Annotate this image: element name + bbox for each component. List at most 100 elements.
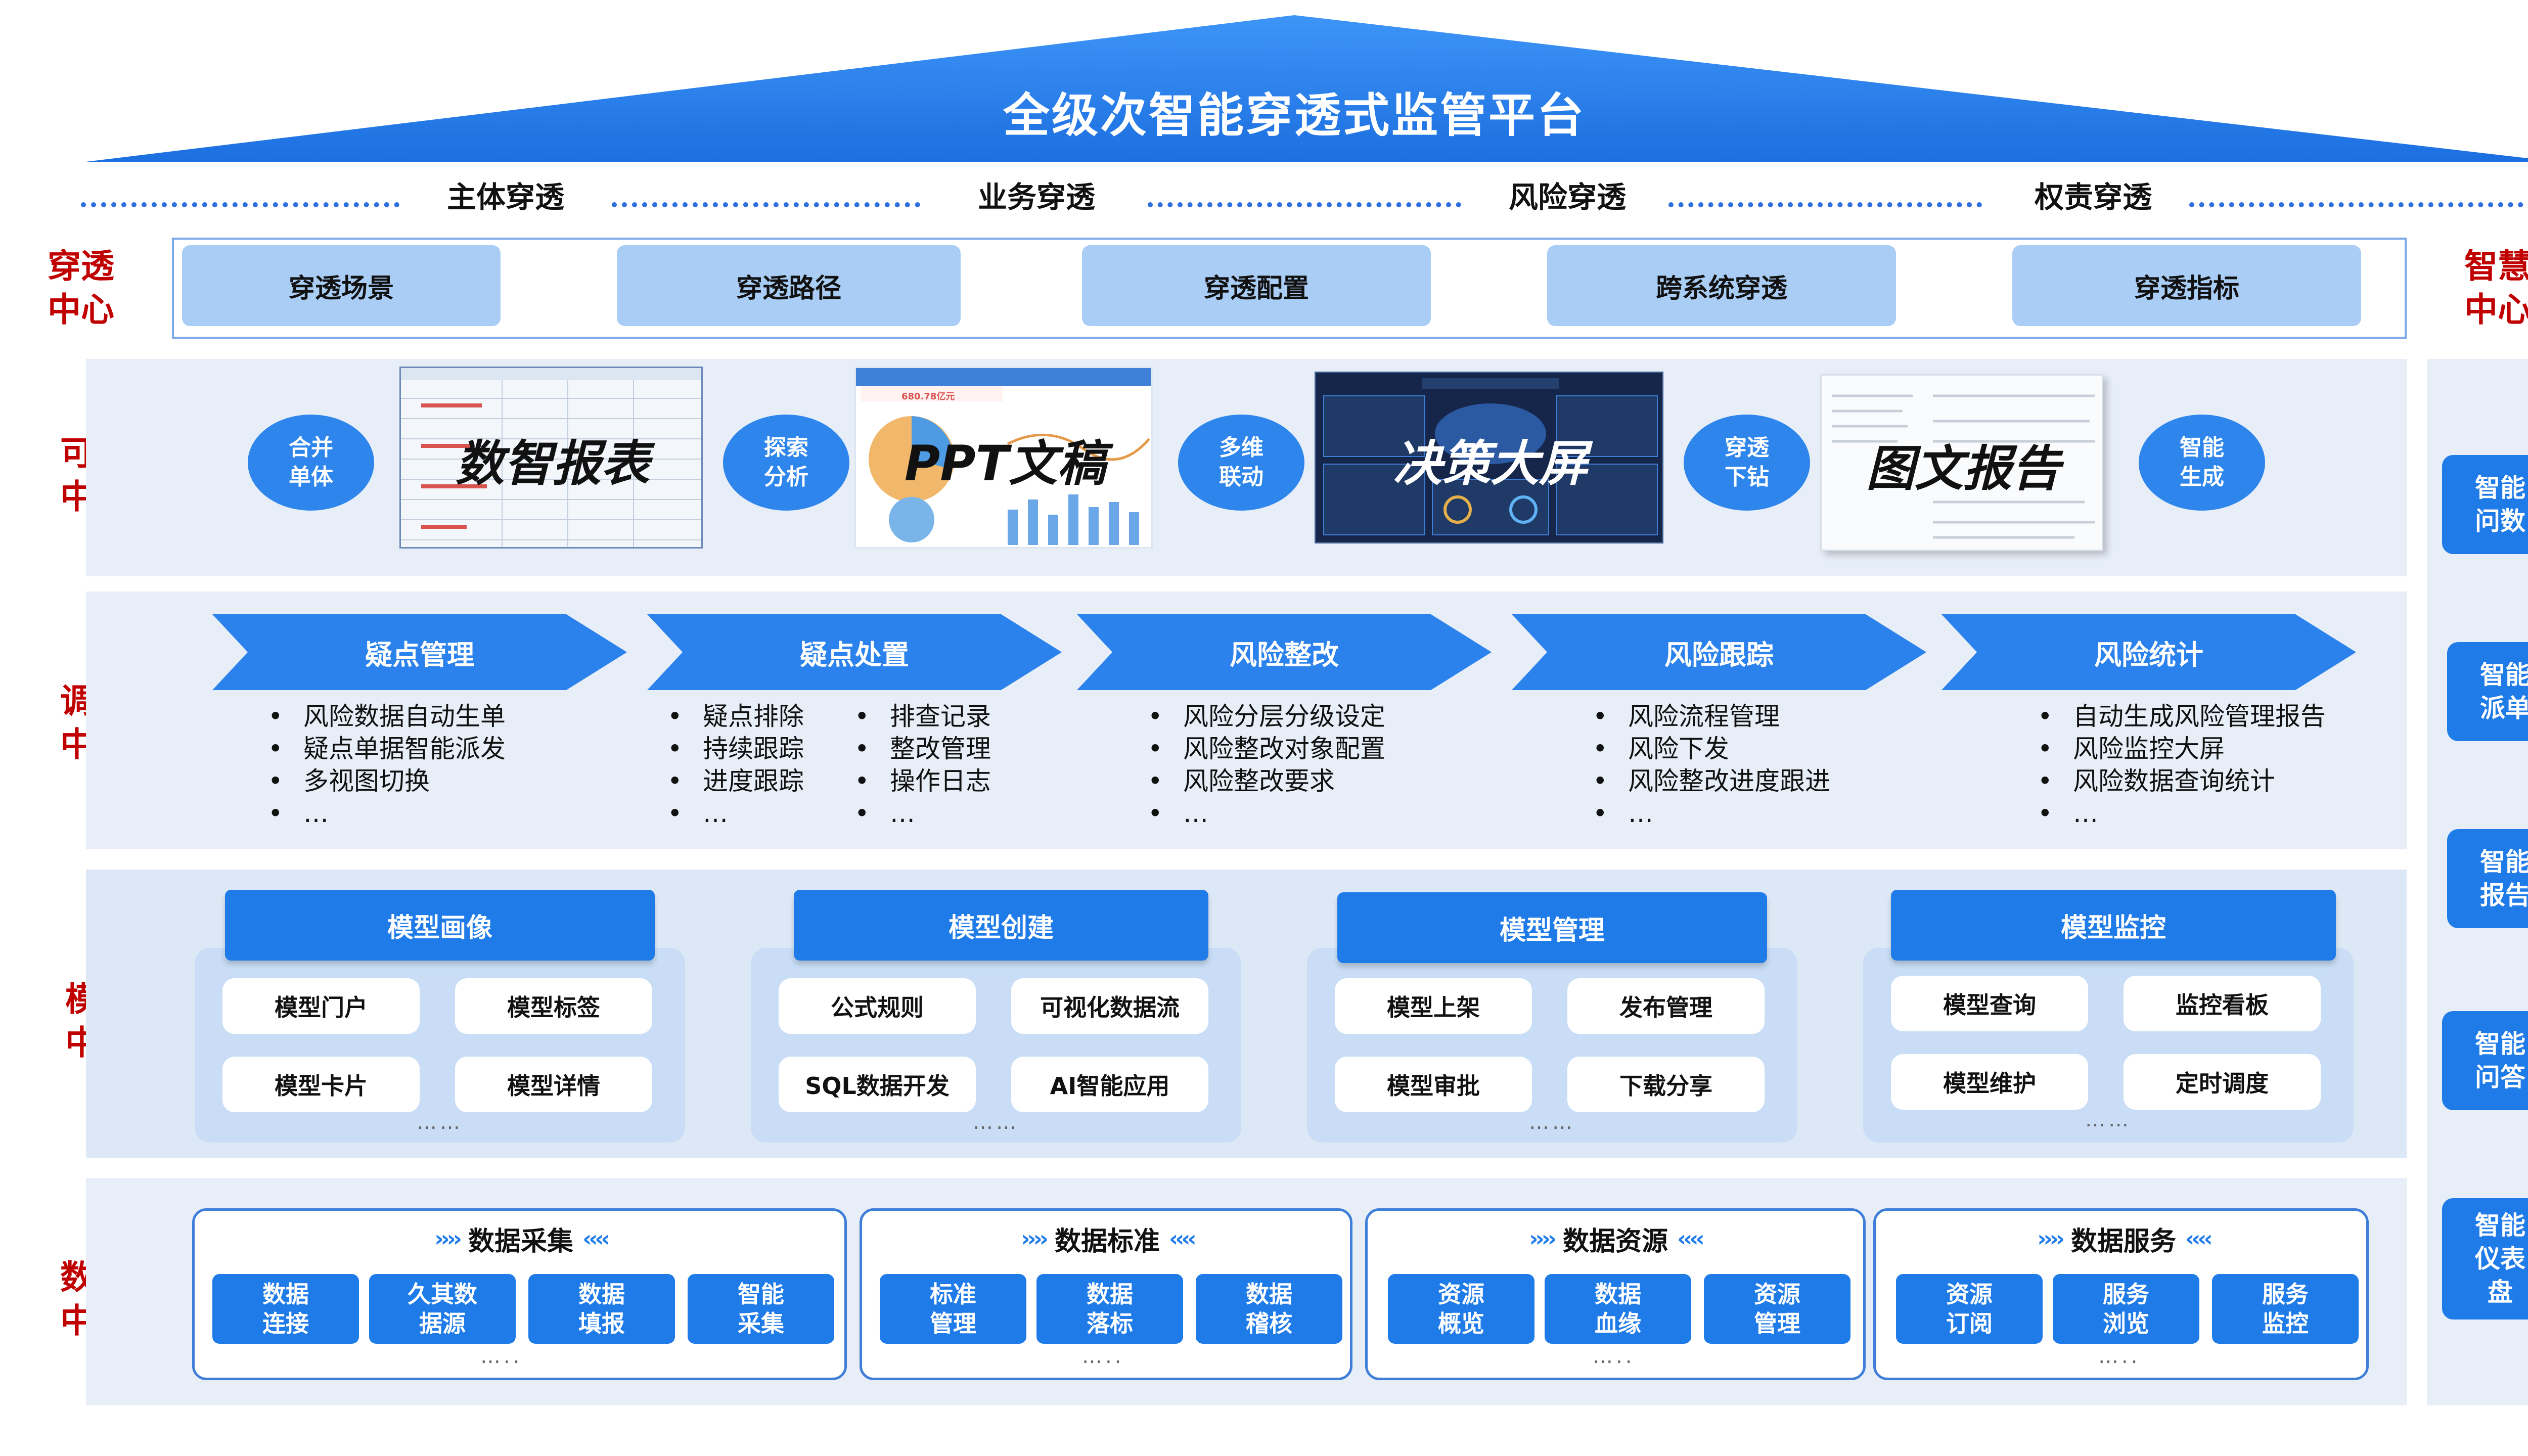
visual-merge-single: 合并单体 [248,415,374,511]
model-item-sql-dev[interactable]: SQL数据开发 [779,1057,976,1112]
data-head-collect: ›››› 数据采集 ‹‹‹‹ [434,1225,610,1257]
product-label-report: 数智报表 [456,435,650,492]
data-ellipsis: ….. [1082,1345,1124,1368]
data-btn-subscribe[interactable]: 资源订阅 [1896,1274,2043,1344]
product-graphic-report[interactable]: 图文报告 [1820,374,2103,551]
stage-risk-tracking: 风险跟踪 [1664,639,1774,671]
dotted-divider [81,202,399,207]
ppt-figure: 680.78亿元 [901,391,955,402]
model-item-download-share[interactable]: 下载分享 [1567,1057,1765,1112]
smart-btn-report[interactable]: 智能报告 [2447,829,2528,928]
smart-btn-dispatch[interactable]: 智能派单 [2447,642,2528,741]
data-btn-service-browse[interactable]: 服务浏览 [2053,1274,2199,1344]
model-head-monitor: 模型监控 [1891,890,2336,961]
pen-item-cross-system: 跨系统穿透 [1547,245,1896,326]
graphic-report-lines [1832,394,2095,539]
model-item-maintain[interactable]: 模型维护 [1891,1054,2088,1110]
data-ellipsis: ….. [480,1345,523,1368]
chevrons-right-icon: ›››› [1529,1225,1556,1252]
stage-arrow-4 [1512,614,1926,690]
product-ppt[interactable]: 680.78亿元 PPT文稿 [854,367,1153,549]
stage-arrow-3 [1077,614,1492,690]
model-item-schedule[interactable]: 定时调度 [2124,1054,2321,1110]
model-ellipsis: …… [2085,1108,2132,1131]
model-item-release-mgmt[interactable]: 发布管理 [1567,978,1765,1034]
model-item-formula-rules[interactable]: 公式规则 [779,978,976,1034]
model-head-manage: 模型管理 [1337,892,1767,963]
data-btn-smart-collect[interactable]: 智能采集 [688,1274,834,1344]
data-btn-lineage[interactable]: 数据血缘 [1545,1274,1691,1344]
model-head-portrait: 模型画像 [225,890,655,961]
platform-title: 全级次智能穿透式监管平台 [1003,88,1586,143]
smart-btn-qa[interactable]: 智能问答 [2442,1011,2528,1110]
pen-item-scene: 穿透场景 [182,245,501,326]
model-item-query[interactable]: 模型查询 [1891,976,2088,1031]
model-item-visual-dataflow[interactable]: 可视化数据流 [1011,978,1208,1034]
product-smart-report[interactable]: 数智报表 [399,367,703,549]
dotted-divider [612,202,920,207]
model-item-cards[interactable]: 模型卡片 [222,1057,420,1112]
model-ellipsis: …… [973,1111,1019,1134]
dispatch-list-2b: 排查记录整改管理操作日志… [854,700,1036,830]
data-btn-resource-mgmt[interactable]: 资源管理 [1704,1274,1850,1344]
model-item-tags[interactable]: 模型标签 [455,978,652,1034]
smart-btn-ask-data[interactable]: 智能问数 [2442,455,2528,554]
stage-suspicion-management: 疑点管理 [365,639,474,671]
pen-item-path: 穿透路径 [617,245,961,326]
data-head-resource: ›››› 数据资源 ‹‹‹‹ [1529,1225,1704,1257]
model-item-ai-app[interactable]: AI智能应用 [1011,1057,1208,1112]
pen-type-business: 业务穿透 [977,180,1095,214]
visual-smart-generate: 智能生成 [2139,415,2265,511]
model-ellipsis: …… [417,1111,463,1134]
data-btn-connect[interactable]: 数据连接 [212,1274,359,1344]
data-ellipsis: ….. [1593,1345,1635,1368]
screen-graphic [1316,373,1662,542]
data-head-standard: ›››› 数据标准 ‹‹‹‹ [1021,1225,1196,1257]
data-btn-standard-mgmt[interactable]: 标准管理 [880,1274,1026,1344]
model-item-portal[interactable]: 模型门户 [222,978,420,1034]
dispatch-list-2a: 疑点排除持续跟踪进度跟踪… [667,700,849,830]
dispatch-list-5: 自动生成风险管理报告风险监控大屏风险数据查询统计… [2038,700,2391,830]
product-label-graphic-report: 图文报告 [1866,440,2060,497]
pen-type-risk: 风险穿透 [1508,180,1626,214]
chevrons-left-icon: ‹‹‹‹ [1169,1225,1196,1252]
data-btn-fill[interactable]: 数据填报 [528,1274,675,1344]
model-item-publish-shelf[interactable]: 模型上架 [1335,978,1532,1034]
product-label-screen: 决策大屏 [1393,435,1588,492]
smart-center-label: 智慧中心 [2427,238,2528,339]
product-label-ppt: PPT文稿 [904,435,1106,492]
roof [86,15,2528,162]
product-decision-screen[interactable]: 决策大屏 [1315,372,1663,543]
data-btn-resource-overview[interactable]: 资源概览 [1388,1274,1534,1344]
dispatch-list-4: 风险流程管理风险下发风险整改进度跟进… [1593,700,1936,830]
stage-suspicion-handling: 疑点处置 [800,639,909,671]
visual-explore-analysis: 探索分析 [723,415,849,511]
model-item-approval[interactable]: 模型审批 [1335,1057,1532,1112]
dotted-divider [1668,202,1982,207]
stage-arrow-1 [212,614,627,690]
pen-type-subject: 主体穿透 [446,180,564,214]
report-grid-graphic [401,368,701,547]
data-ellipsis: ….. [2098,1345,2141,1368]
chevrons-left-icon: ‹‹‹‹ [1677,1225,1704,1252]
penetration-center-label: 穿透中心 [30,238,131,339]
data-btn-apply-standard[interactable]: 数据落标 [1036,1274,1183,1344]
stage-arrow-2 [647,614,1062,690]
chevrons-right-icon: ›››› [434,1225,462,1252]
stage-arrow-5 [1942,614,2356,690]
smart-btn-dashboard[interactable]: 智能仪表盘 [2442,1198,2528,1320]
data-btn-jiuqi-source[interactable]: 久其数据源 [369,1274,516,1344]
data-head-service: ›››› 数据服务 ‹‹‹‹ [2037,1225,2213,1257]
pen-type-responsibility: 权责穿透 [2034,180,2152,214]
model-item-details[interactable]: 模型详情 [455,1057,652,1112]
stage-risk-rectification: 风险整改 [1230,639,1339,671]
dispatch-list-1: 风险数据自动生单疑点单据智能派发多视图切换… [268,700,597,830]
visual-drill-down: 穿透下钻 [1684,415,1810,511]
model-item-dashboard[interactable]: 监控看板 [2124,976,2321,1031]
data-btn-service-monitor[interactable]: 服务监控 [2212,1274,2359,1344]
data-btn-audit[interactable]: 数据稽核 [1196,1274,1342,1344]
visual-multi-dim-linkage: 多维联动 [1178,415,1304,511]
pen-item-config: 穿透配置 [1082,245,1431,326]
pen-item-indicator: 穿透指标 [2012,245,2361,326]
chevrons-left-icon: ‹‹‹‹ [2185,1225,2213,1252]
